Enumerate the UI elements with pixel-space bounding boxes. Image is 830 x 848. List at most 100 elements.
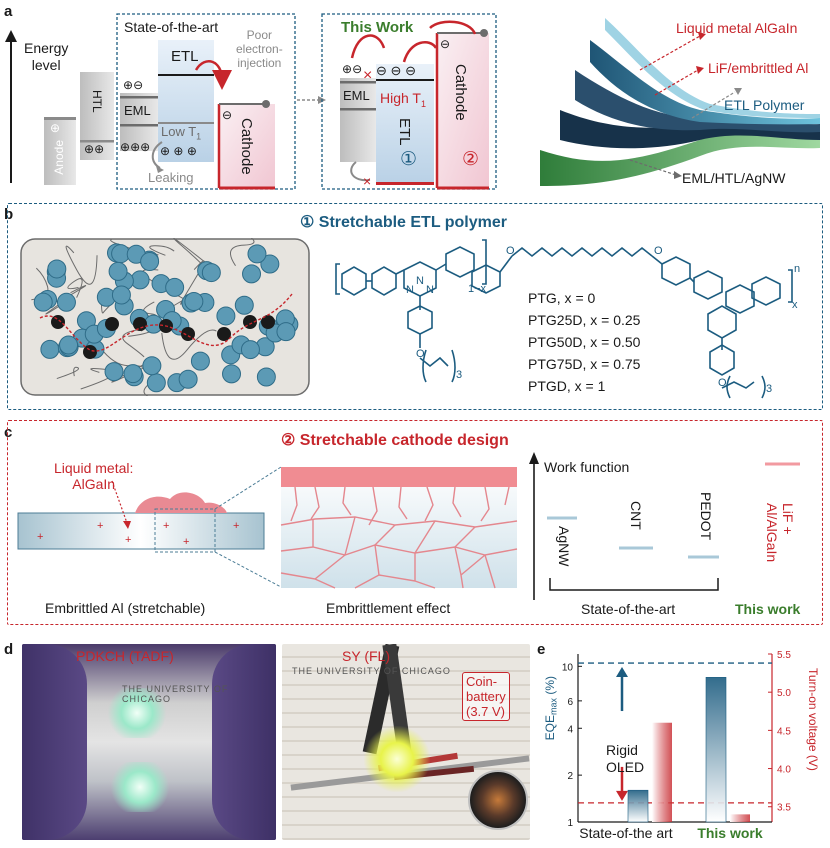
liquid-metal-label: Liquid metal: AlGaIn (54, 460, 134, 492)
right-tick-label: 4.5 (777, 726, 791, 737)
htl-label: HTL (90, 90, 104, 113)
left-tick-label: 10 (562, 662, 574, 673)
right-tick-label: 5.0 (777, 688, 791, 699)
polymer-network-illustration (20, 238, 310, 396)
polymer-bead (108, 261, 128, 281)
variant-item: PTG50D, x = 0.50 (528, 334, 641, 350)
eqe-bar (627, 789, 649, 823)
polymer-bead (40, 339, 60, 359)
left-tick-label: 6 (567, 697, 573, 708)
electron-dot (51, 315, 65, 329)
polymer-bead (276, 322, 296, 342)
svg-text:3: 3 (766, 383, 772, 395)
svg-text:+: + (163, 520, 169, 532)
eml-block-left (120, 93, 158, 151)
paper-text: THE UNIVERSITY OF CHICAGO (292, 666, 451, 676)
htl-block (80, 72, 114, 160)
svg-text:N: N (426, 284, 434, 296)
cathode-block-left (219, 104, 275, 188)
low-t1-label: Low T1 (161, 124, 202, 142)
svg-text:O: O (506, 245, 515, 257)
etl-label-right: ETL (396, 118, 413, 146)
svg-text:O: O (416, 348, 425, 360)
cathode-electron-left: ⊖ (222, 108, 233, 122)
right-tick-label: 4.0 (777, 765, 791, 776)
svg-text:O: O (654, 245, 663, 257)
voltage-bar (652, 722, 672, 822)
polymer-bead (178, 369, 198, 389)
etl-number-circle: ① (400, 149, 418, 170)
polymer-bead (123, 364, 143, 384)
turn-on-axis-label: Turn-on voltage (V) (806, 668, 820, 771)
svg-text:×: × (363, 173, 371, 189)
pdkch-label: PDKCH (TADF) (76, 648, 174, 664)
material-lif-al: LiF + Al/AlGaIn (764, 503, 796, 563)
etl-electrons-right: ⊖ ⊖ ⊖ (376, 63, 416, 78)
svg-text:O: O (718, 377, 727, 389)
c-state-of-art-label: State-of-the-art (581, 601, 676, 617)
polymer-bead (260, 254, 280, 274)
work-function-diagram (529, 452, 800, 600)
electron-dot (83, 345, 97, 359)
cathode-block-right (437, 33, 489, 188)
state-of-art-title: State-of-the-art (124, 19, 219, 35)
cathode-illustration: +++ +++ (17, 466, 518, 589)
sy-label: SY (FL) (342, 648, 390, 664)
svg-text:n: n (794, 263, 800, 275)
panel-label-a: a (4, 3, 13, 20)
polymer-bead (47, 259, 67, 279)
cathode-label-right: Cathode (452, 64, 469, 121)
electron-dot (261, 315, 275, 329)
htl-holes: ⊕⊕ (84, 142, 105, 156)
panel-b-title: ① Stretchable ETL polymer (300, 214, 507, 231)
polymer-bead (234, 295, 254, 315)
rigid-oled-label: Rigid OLED (606, 742, 645, 775)
leaking-label: Leaking (148, 170, 194, 185)
left-tick-label: 4 (567, 724, 573, 735)
variant-item: PTGD, x = 1 (528, 378, 606, 394)
paper-text: THE UNIVERSITY OF CHICAGO (122, 684, 229, 704)
category-label: State-of-the art (579, 825, 672, 841)
polymer-bead (184, 291, 204, 311)
energy-axis-arrowhead-icon (5, 30, 17, 42)
etl-label-left: ETL (171, 48, 199, 65)
etl-block-right (376, 64, 434, 184)
svg-text:+: + (37, 531, 43, 543)
poor-injection-label: Poor electron- injection (236, 28, 283, 70)
anode-block (44, 117, 76, 185)
electron-dot (181, 327, 195, 341)
etl-holes-left: ⊕ ⊕ ⊕ (160, 144, 197, 158)
left-tick-label: 2 (567, 771, 573, 782)
polymer-bead (59, 335, 79, 355)
eml-label-left: EML (124, 103, 151, 118)
svg-text:×: × (363, 67, 372, 84)
panel-c-frame (7, 420, 823, 625)
work-function-arrow-icon (529, 452, 539, 464)
svg-text:N: N (406, 284, 414, 296)
voltage-bar (730, 814, 750, 822)
panel-a-diagram: × × (5, 13, 820, 190)
polymer-bead (142, 356, 162, 376)
energy-level-label: Energy level (24, 40, 69, 73)
svg-text:+: + (183, 536, 189, 548)
embrittled-al-label: Embrittled Al (stretchable) (45, 600, 206, 616)
panel-label-d: d (4, 641, 14, 658)
right-tick-label: 3.5 (777, 803, 791, 814)
electron-hopping-path (39, 293, 293, 352)
material-cnt: CNT (628, 501, 644, 530)
svg-text:3: 3 (456, 369, 462, 381)
polymer-bead (201, 263, 221, 283)
cathode-electron-right: ⊖ (440, 37, 451, 51)
up-arrow-icon (616, 667, 628, 678)
polymer-bead (216, 306, 236, 326)
polymer-bead (242, 264, 262, 284)
eml-charges-right: ⊕⊖ (342, 62, 363, 76)
svg-text:+: + (125, 534, 131, 546)
svg-text:x: x (792, 299, 798, 311)
polymer-bead (111, 285, 131, 305)
panel-label-c: c (4, 424, 13, 441)
eml-label-right: EML (343, 88, 370, 103)
down-arrow-icon (616, 790, 628, 801)
eqe-bar (705, 677, 727, 823)
